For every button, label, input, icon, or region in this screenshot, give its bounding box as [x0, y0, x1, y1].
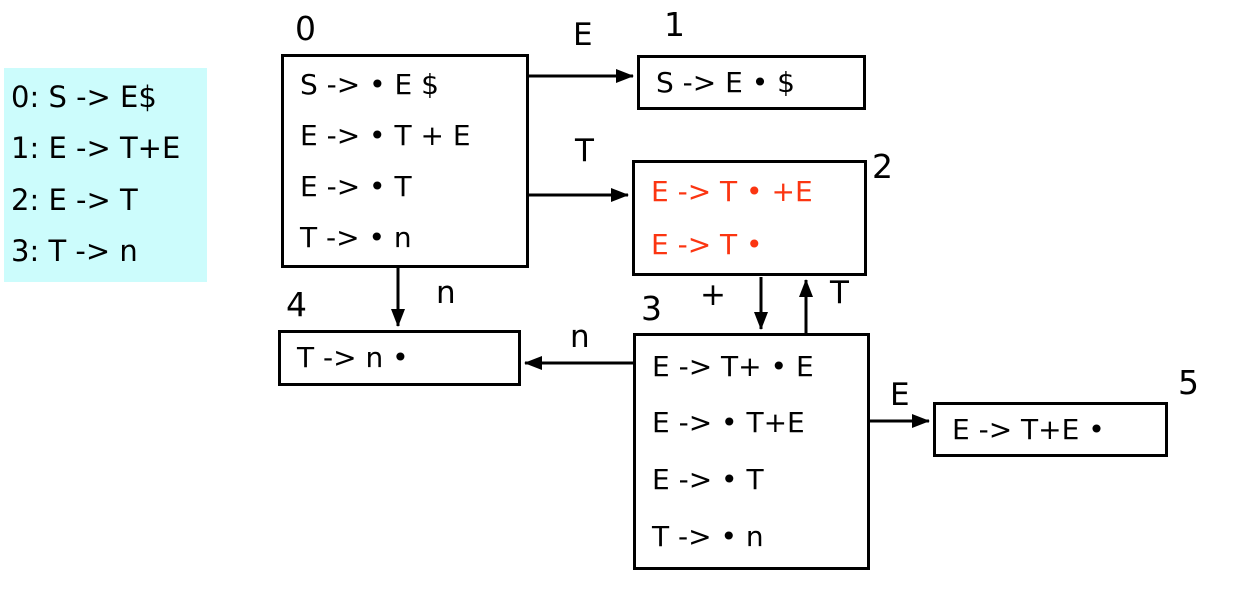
state-0-item-3: T -> • n — [300, 220, 412, 254]
state-4-item-0: T -> n • — [297, 341, 409, 375]
state-3-number: 3 — [641, 289, 662, 328]
edge-3-to-2-label: T — [830, 275, 849, 311]
state-1-box: S -> E • $ — [637, 55, 866, 110]
state-4-box: T -> n • — [278, 330, 521, 386]
edge-0-to-2-label: T — [575, 133, 594, 169]
grammar-rule-3: 3: T -> n — [11, 234, 138, 269]
state-0-item-0: S -> • E $ — [300, 67, 439, 101]
state-5-box: E -> T+E • — [933, 402, 1168, 457]
edge-0-to-1-label: E — [573, 17, 593, 53]
state-1-item-0: S -> E • $ — [656, 65, 795, 99]
state-3-box: E -> T+ • E E -> • T+E E -> • T T -> • n — [633, 333, 870, 570]
edge-0-to-4-label: n — [436, 275, 456, 311]
state-3-item-1: E -> • T+E — [652, 406, 805, 440]
edge-3-to-5-label: E — [890, 377, 910, 413]
state-0-item-1: E -> • T + E — [300, 118, 471, 152]
grammar-rule-0: 0: S -> E$ — [11, 79, 157, 114]
state-2-number: 2 — [872, 147, 893, 186]
state-5-number: 5 — [1178, 363, 1199, 402]
state-3-item-3: T -> • n — [652, 519, 764, 553]
state-0-item-2: E -> • T — [300, 169, 412, 203]
state-4-number: 4 — [286, 285, 307, 324]
state-2-item-0: E -> T • +E — [651, 174, 813, 208]
grammar-rule-2: 2: E -> T — [11, 182, 138, 217]
state-0-box: S -> • E $ E -> • T + E E -> • T T -> • … — [281, 54, 529, 268]
state-3-item-0: E -> T+ • E — [652, 349, 814, 383]
state-2-box: E -> T • +E E -> T • — [632, 160, 867, 276]
state-5-item-0: E -> T+E • — [952, 412, 1105, 446]
state-0-number: 0 — [295, 9, 316, 48]
grammar-legend: 0: S -> E$ 1: E -> T+E 2: E -> T 3: T ->… — [4, 68, 207, 282]
state-3-item-2: E -> • T — [652, 463, 764, 497]
grammar-rule-1: 1: E -> T+E — [11, 131, 181, 166]
edge-3-to-4-label: n — [570, 319, 590, 355]
state-1-number: 1 — [664, 5, 685, 44]
state-2-item-1: E -> T • — [651, 227, 763, 261]
edge-2-to-3-label: + — [700, 277, 726, 313]
